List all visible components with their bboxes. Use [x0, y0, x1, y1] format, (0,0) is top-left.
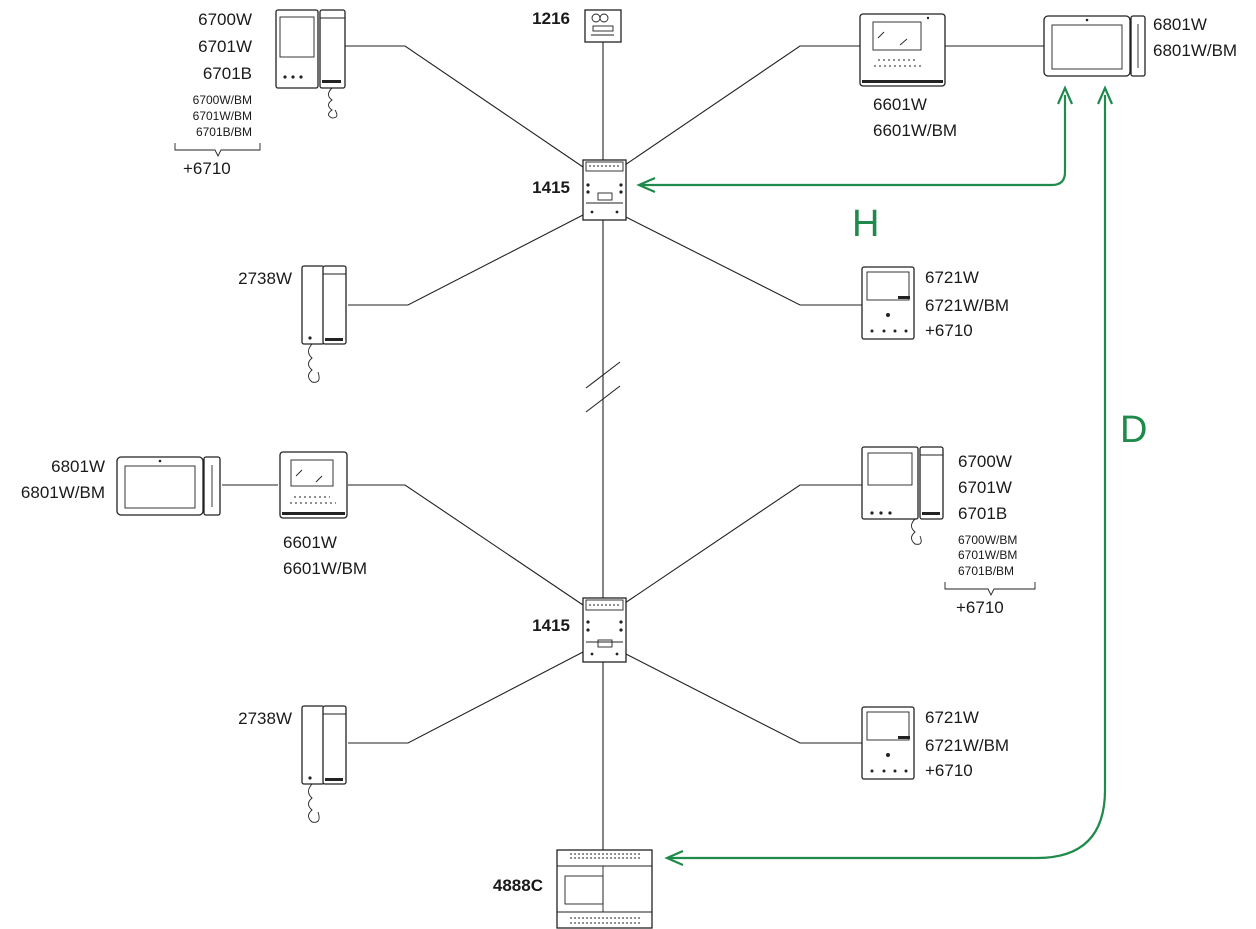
link-h-path: [640, 95, 1067, 187]
controller-4888c: [556, 849, 653, 929]
wire-bottom-compact: [621, 651, 862, 744]
links: [636, 85, 1114, 867]
wire-right-mid-monitor: [621, 484, 862, 606]
label-top-left-variant-1: 6700W/BM: [193, 93, 252, 107]
distributor-1415-top: [582, 159, 627, 221]
label-compact-top-2: 6721W/BM: [925, 296, 1009, 315]
brace-top-left: [174, 143, 261, 158]
handset-2738-top: [301, 265, 347, 383]
wire-top-mid-monitor: [621, 45, 860, 168]
label-controller: 4888C: [493, 876, 543, 895]
label-distributor-bottom: 1415: [532, 616, 570, 635]
label-right-mid-addon: +6710: [956, 598, 1004, 617]
label-right-mid-model-3: 6701B: [958, 504, 1007, 523]
label-compact-bottom-1: 6721W: [925, 708, 979, 727]
label-top-mid-model-2: 6601W/BM: [873, 121, 957, 140]
compact-6721-bottom: [861, 706, 915, 780]
power-supply-1216: [584, 9, 622, 43]
label-top-left-model-2: 6701W: [198, 37, 252, 56]
labels: 6700W 6701W 6701B 6700W/BM 6701W/BM 6701…: [21, 9, 1237, 895]
arrowhead-d-top: [1096, 85, 1114, 105]
label-left-mid-second-1: 6601W: [283, 533, 337, 552]
arrowhead-h-top: [1056, 85, 1074, 105]
label-top-left-variant-2: 6701W/BM: [193, 109, 252, 123]
label-handset-top: 2738W: [238, 269, 292, 288]
monitor-handset-right-mid: [861, 446, 944, 545]
label-compact-top-3: +6710: [925, 321, 973, 340]
label-right-mid-variant-3: 6701B/BM: [958, 564, 1014, 578]
label-top-left-model-3: 6701B: [203, 64, 252, 83]
label-top-right-model-1: 6801W: [1153, 15, 1207, 34]
wire-left-mid-monitor: [348, 484, 584, 606]
monitor-6801-top-right: [1043, 15, 1146, 77]
wire-top-handset: [348, 214, 584, 306]
label-power-supply: 1216: [532, 9, 570, 28]
label-compact-top-1: 6721W: [925, 268, 979, 287]
monitor-6601-top: [859, 13, 946, 87]
arrowhead-h-left: [636, 176, 656, 194]
label-link-h: H: [852, 203, 879, 245]
link-d-path: [668, 95, 1107, 860]
monitor-6801-left-mid: [116, 456, 221, 516]
label-top-mid-model-1: 6601W: [873, 95, 927, 114]
wire-break-mark: [585, 361, 621, 389]
distributor-1415-bottom: [582, 597, 627, 663]
monitor-6601-left-mid: [279, 451, 348, 519]
label-compact-bottom-3: +6710: [925, 761, 973, 780]
label-right-mid-model-1: 6700W: [958, 452, 1012, 471]
label-left-mid-model-1: 6801W: [51, 457, 105, 476]
brace-right-mid: [944, 582, 1036, 597]
label-left-mid-model-2: 6801W/BM: [21, 483, 105, 502]
label-compact-bottom-2: 6721W/BM: [925, 736, 1009, 755]
label-right-mid-model-2: 6701W: [958, 478, 1012, 497]
compact-6721-top: [861, 266, 915, 340]
label-left-mid-second-2: 6601W/BM: [283, 559, 367, 578]
label-handset-bottom: 2738W: [238, 709, 292, 728]
handset-cord-icon: [328, 87, 338, 119]
label-top-left-addon: +6710: [183, 159, 231, 178]
wire-bottom-handset: [348, 651, 584, 744]
wires: [222, 42, 1044, 850]
wire-top-compact: [621, 214, 862, 306]
label-link-d: D: [1120, 409, 1147, 451]
wire-top-left-monitor: [345, 45, 584, 168]
monitor-handset-top-left: [275, 9, 346, 119]
label-right-mid-variant-2: 6701W/BM: [958, 548, 1017, 562]
label-top-left-model-1: 6700W: [198, 10, 252, 29]
label-top-left-variant-3: 6701B/BM: [196, 125, 252, 139]
label-distributor-top: 1415: [532, 178, 570, 197]
label-right-mid-variant-1: 6700W/BM: [958, 533, 1017, 547]
handset-2738-bottom: [301, 705, 347, 823]
arrowhead-d-left: [664, 849, 684, 867]
wire-break-mark: [585, 385, 621, 413]
label-top-right-model-2: 6801W/BM: [1153, 41, 1237, 60]
